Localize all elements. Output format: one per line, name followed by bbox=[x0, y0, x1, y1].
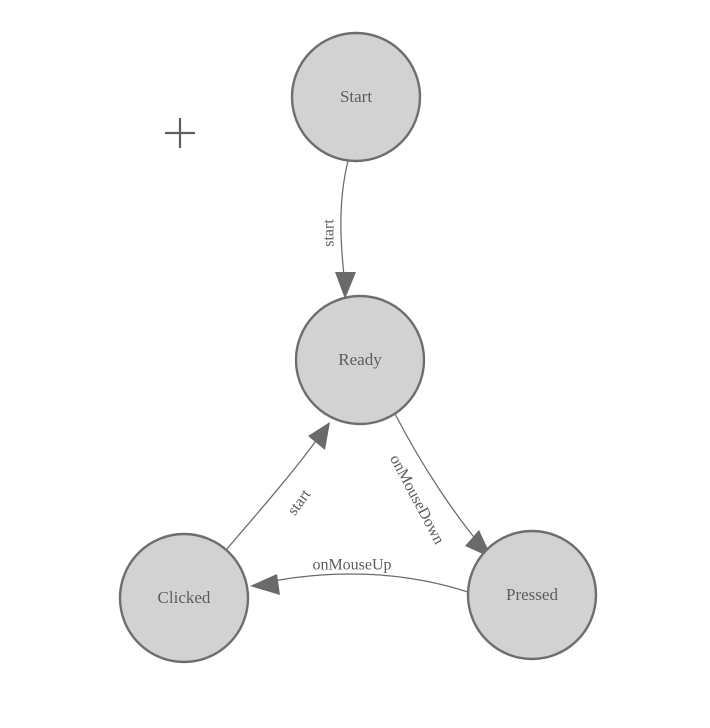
edge-path bbox=[225, 437, 319, 551]
arrowhead-icon bbox=[335, 272, 356, 299]
state-node-start[interactable]: Start bbox=[290, 31, 422, 163]
edge-path bbox=[393, 411, 483, 548]
arrowhead-icon bbox=[308, 422, 330, 450]
edge-label-start-to-ready: start bbox=[321, 219, 338, 247]
edge-path bbox=[340, 160, 349, 286]
edge-pressed-to-clicked[interactable]: onMouseUp bbox=[250, 557, 469, 595]
edge-clicked-to-ready[interactable]: start bbox=[225, 422, 330, 551]
state-node-pressed[interactable]: Pressed bbox=[466, 529, 598, 661]
state-node-ready[interactable]: Ready bbox=[294, 294, 426, 426]
node-label-pressed: Pressed bbox=[506, 585, 558, 604]
state-node-clicked[interactable]: Clicked bbox=[118, 532, 250, 664]
edge-label-pressed-to-clicked: onMouseUp bbox=[312, 557, 391, 574]
node-label-clicked: Clicked bbox=[158, 588, 211, 607]
node-label-start: Start bbox=[340, 87, 372, 106]
node-shape bbox=[466, 529, 598, 661]
edge-path bbox=[267, 573, 469, 593]
node-shape bbox=[290, 31, 422, 163]
edge-label-ready-to-pressed: onMouseDown bbox=[386, 452, 447, 547]
arrowhead-icon bbox=[250, 574, 280, 595]
edge-ready-to-pressed[interactable]: onMouseDown bbox=[386, 411, 492, 558]
node-shape bbox=[294, 294, 426, 426]
edge-label-clicked-to-ready: start bbox=[284, 486, 314, 519]
crosshair-icon bbox=[165, 118, 195, 148]
edge-start-to-ready[interactable]: start bbox=[321, 160, 356, 299]
node-shape bbox=[118, 532, 250, 664]
node-label-ready: Ready bbox=[338, 350, 382, 369]
